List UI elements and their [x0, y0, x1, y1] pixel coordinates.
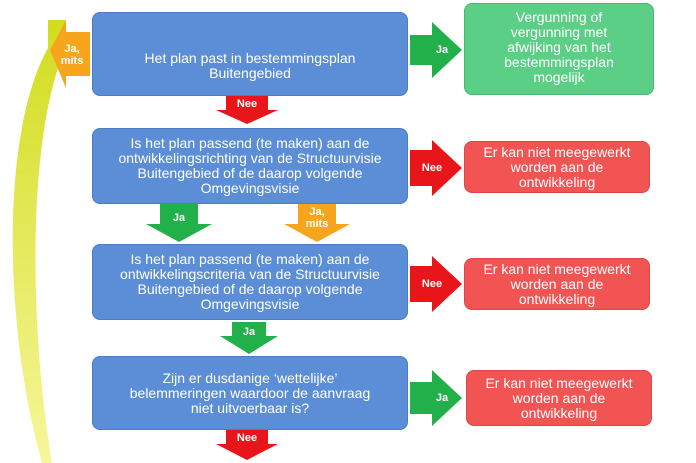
q1-yes-arrow: [410, 22, 462, 78]
result-2-text: Er kan niet meegewerkt worden aan de ont…: [483, 143, 631, 190]
q3-yes-arrow: [220, 322, 278, 354]
q2-yes-conditions-arrow: [284, 204, 350, 242]
q2-yes-label: Ja: [172, 212, 186, 224]
question-box-2: Is het plan passend (te maken) aan de on…: [92, 128, 408, 204]
loop-arrow: [12, 20, 66, 463]
q4-no-label: Nee: [236, 432, 258, 444]
result-box-rejected-3: Er kan niet meegewerkt worden aan de ont…: [464, 258, 650, 310]
q1-no-arrow: [216, 94, 278, 124]
q4-yes-label: Ja: [435, 392, 449, 404]
result-box-rejected-4: Er kan niet meegewerkt worden aan de ont…: [466, 370, 652, 426]
result-3-text: Er kan niet meegewerkt worden aan de ont…: [483, 260, 631, 307]
question-1-text: Het plan past in bestemmingsplan Buiteng…: [144, 50, 356, 81]
loop-yes-conditions-label: Ja, mits: [60, 43, 84, 67]
result-box-rejected-2: Er kan niet meegewerkt worden aan de ont…: [464, 141, 650, 193]
q2-yes-arrow: [146, 204, 212, 242]
q4-yes-arrow: [410, 370, 462, 426]
q3-yes-label: Ja: [242, 326, 256, 338]
q2-yes-conditions-label: Ja, mits: [305, 206, 329, 230]
question-box-4: Zijn er dusdanige ‘wettelijke’ belemmeri…: [92, 356, 408, 430]
q4-no-arrow: [216, 430, 278, 460]
loop-yes-conditions-arrow: [50, 20, 90, 88]
result-1-text: Vergunning of vergunning met afwijking v…: [504, 9, 614, 85]
q3-no-arrow: [410, 256, 462, 312]
result-4-text: Er kan niet meegewerkt worden aan de ont…: [485, 374, 633, 421]
question-3-text: Is het plan passend (te maken) aan de on…: [120, 251, 380, 312]
question-box-1: Het plan past in bestemmingsplan Buiteng…: [92, 12, 408, 96]
question-4-text: Zijn er dusdanige ‘wettelijke’ belemmeri…: [129, 369, 371, 416]
question-box-3: Is het plan passend (te maken) aan de on…: [92, 244, 408, 320]
question-2-text: Is het plan passend (te maken) aan de on…: [118, 135, 382, 196]
q2-no-label: Nee: [421, 162, 443, 174]
result-box-permit: Vergunning of vergunning met afwijking v…: [464, 3, 654, 95]
q3-no-label: Nee: [421, 278, 443, 290]
q1-no-label: Nee: [236, 98, 258, 110]
q2-no-arrow: [410, 140, 462, 196]
q1-yes-label: Ja: [435, 44, 449, 56]
